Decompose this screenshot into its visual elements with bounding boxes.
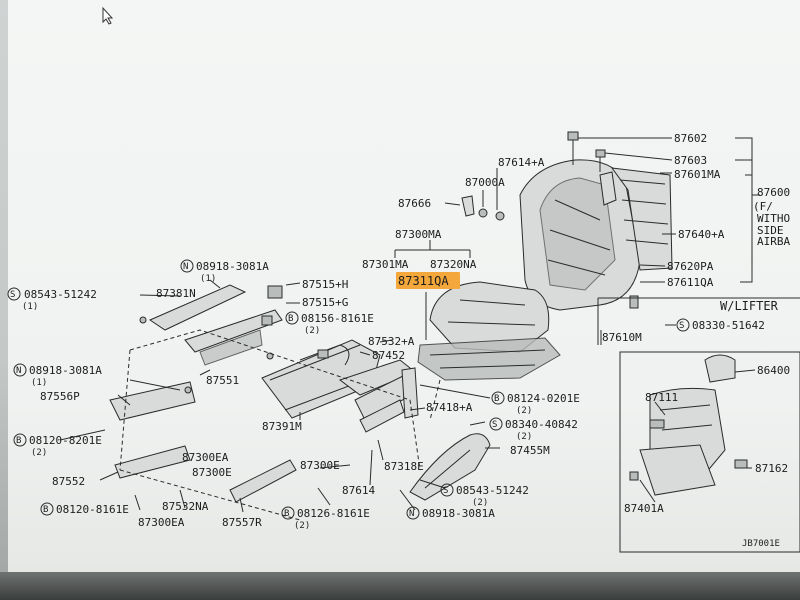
- label-08543-51242-left: 08543-51242: [24, 288, 97, 301]
- label-87603: 87603: [674, 154, 707, 167]
- svg-text:B: B: [16, 436, 21, 446]
- label-87600: 87600: [757, 186, 790, 199]
- label-08156-8161E-qty: (2): [304, 326, 320, 336]
- part-87666-shape: [461, 195, 475, 217]
- svg-text:B: B: [288, 314, 293, 324]
- label-side-note-4: AIRBA: [757, 235, 790, 248]
- label-87401A: 87401A: [624, 502, 664, 515]
- svg-text:S: S: [443, 486, 448, 496]
- label-08330-51642: 08330-51642: [692, 319, 765, 332]
- label-87300E-upper: 87300E: [192, 466, 232, 479]
- label-08340-40842-qty: (2): [516, 432, 532, 442]
- label-87300EA-upper: 87300EA: [182, 451, 229, 464]
- part-87614A-shape: [495, 211, 505, 221]
- label-87552: 87552: [52, 475, 85, 488]
- label-08543-51242-left-qty: (1): [22, 302, 38, 312]
- label-87611QA: 87611QA: [667, 276, 714, 289]
- label-w-lifter: W/LIFTER: [720, 299, 779, 313]
- label-87000A: 87000A: [465, 176, 505, 189]
- label-87610M: 87610M: [602, 331, 642, 344]
- cursor-icon: [102, 6, 114, 25]
- label-87320NA: 87320NA: [430, 258, 477, 271]
- label-87515H: 87515+H: [302, 278, 348, 291]
- label-08918-3081A-left-qty: (1): [31, 378, 47, 388]
- part-labels: 87602 87603 87601MA 87614+A 87000A 87666…: [7, 132, 790, 549]
- svg-text:S: S: [679, 321, 684, 331]
- label-08120-8201E: 08120-8201E: [29, 434, 102, 447]
- leader-lines: [59, 137, 760, 513]
- assembly-dashed-outline: [119, 329, 421, 521]
- label-08126-8161E-qty: (2): [294, 521, 310, 531]
- seat-rails: [109, 284, 297, 503]
- seat-frame: [261, 339, 419, 433]
- lifter-inset: [597, 297, 800, 553]
- label-08124-0201E: 08124-0201E: [507, 392, 580, 405]
- label-87557R: 87557R: [222, 516, 262, 529]
- label-87111: 87111: [645, 391, 678, 404]
- label-87455M: 87455M: [510, 444, 550, 457]
- svg-text:N: N: [409, 509, 414, 519]
- label-87300MA: 87300MA: [395, 228, 442, 241]
- svg-text:S: S: [492, 420, 497, 430]
- seat-back-assembly: [519, 131, 673, 311]
- label-87666: 87666: [398, 197, 431, 210]
- label-87602: 87602: [674, 132, 707, 145]
- label-08918-3081A-bottom: 08918-3081A: [422, 507, 495, 520]
- label-08156-8161E: 08156-8161E: [301, 312, 374, 325]
- label-08918-3081A-top-qty: (1): [200, 274, 216, 284]
- monitor-bezel: [0, 572, 800, 600]
- label-87162: 87162: [755, 462, 788, 475]
- svg-text:N: N: [183, 262, 188, 272]
- svg-text:B: B: [284, 509, 289, 519]
- label-87300EA-lower: 87300EA: [138, 516, 185, 529]
- label-87418A: 87418+A: [426, 401, 473, 414]
- label-87381N: 87381N: [156, 287, 196, 300]
- label-side-note-2: WITHO: [757, 212, 790, 225]
- label-08124-0201E-qty: (2): [516, 406, 532, 416]
- label-08918-3081A-top: 08918-3081A: [196, 260, 269, 273]
- svg-text:N: N: [16, 366, 21, 376]
- label-08918-3081A-left: 08918-3081A: [29, 364, 102, 377]
- label-87614A: 87614+A: [498, 156, 545, 169]
- label-87614: 87614: [342, 484, 375, 497]
- label-08543-51242-right: 08543-51242: [456, 484, 529, 497]
- label-87311QA: 87311QA: [398, 274, 449, 288]
- label-87551: 87551: [206, 374, 239, 387]
- highlight-marker: [396, 272, 460, 289]
- label-side-note-3: SIDE: [757, 224, 784, 237]
- svg-text:B: B: [43, 505, 48, 515]
- label-side-note-1: (F/: [753, 200, 773, 213]
- label-87515G: 87515+G: [302, 296, 348, 309]
- label-87532A: 87532+A: [368, 335, 415, 348]
- label-87556P: 87556P: [40, 390, 80, 403]
- figure-code: JB7001E: [742, 539, 780, 549]
- label-08120-8201E-qty: (2): [31, 448, 47, 458]
- label-86400: 86400: [757, 364, 790, 377]
- label-87601MA: 87601MA: [674, 168, 721, 181]
- label-87318E: 87318E: [384, 460, 424, 473]
- label-08126-8161E: 08126-8161E: [297, 507, 370, 520]
- label-08120-8161E: 08120-8161E: [56, 503, 129, 516]
- seat-cushion-assembly: [417, 281, 561, 421]
- label-87391M: 87391M: [262, 420, 302, 433]
- svg-text:S: S: [10, 290, 15, 300]
- label-87301MA: 87301MA: [362, 258, 409, 271]
- label-08543-51242-right-qty: (2): [472, 498, 488, 508]
- label-87532NA: 87532NA: [162, 500, 209, 513]
- label-87620PA: 87620PA: [667, 260, 714, 273]
- label-08340-40842: 08340-40842: [505, 418, 578, 431]
- svg-text:B: B: [494, 394, 499, 404]
- label-87300E-lower: 87300E: [300, 459, 340, 472]
- label-87452: 87452: [372, 349, 405, 362]
- part-87000A-shape: [478, 208, 488, 218]
- label-87640A: 87640+A: [678, 228, 725, 241]
